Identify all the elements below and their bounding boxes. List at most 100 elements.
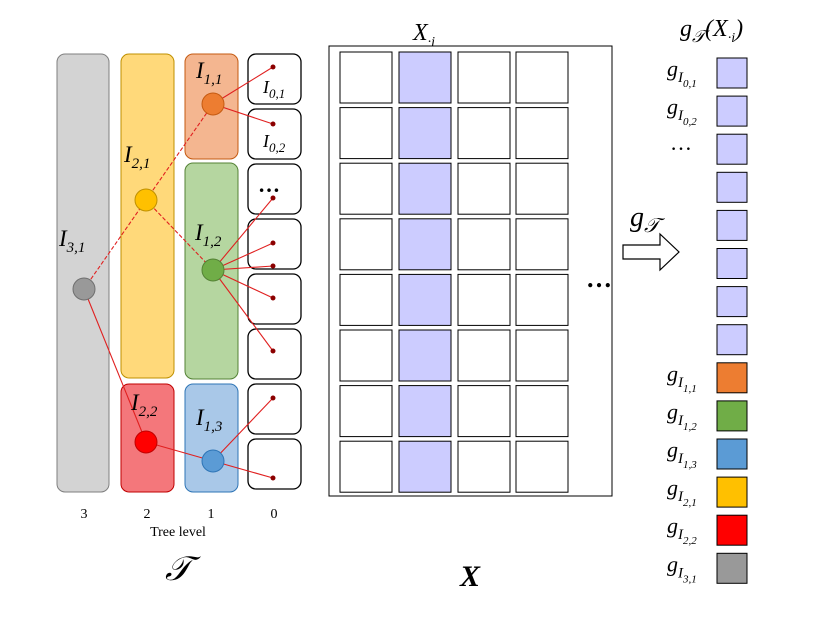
output-label: gI2,1 [667, 475, 697, 509]
output-label: gI1,3 [667, 437, 697, 471]
matrix-cell [339, 329, 393, 382]
output-ellipsis: … [670, 130, 692, 155]
edge [212, 269, 274, 352]
matrix-cell-highlighted [398, 385, 452, 438]
leaf-box [247, 108, 302, 160]
node-label-i31: I3,1 [58, 226, 85, 256]
leaf-dot [270, 195, 276, 201]
leaf-box [247, 163, 302, 215]
output-box [716, 209, 748, 241]
leaf-label-i02: I0,2 [262, 131, 286, 155]
edge [145, 199, 214, 271]
leaf-labels: I0,1 I0,2 [262, 77, 286, 155]
level-tick-0: 0 [271, 507, 278, 522]
matrix-cell [515, 218, 569, 271]
node-i11 [201, 92, 225, 116]
transform-arrow-icon [622, 232, 680, 272]
matrix-cells [339, 51, 569, 493]
node-label-i13: I1,3 [195, 405, 222, 435]
output-label: gI0,1 [667, 56, 697, 90]
matrix-cell [339, 218, 393, 271]
matrix-cell-highlighted [398, 218, 452, 271]
node-i12 [201, 258, 225, 282]
matrix-cell [457, 107, 511, 160]
output-title: g𝒯(X·i) [680, 16, 743, 46]
leaf-dot [270, 240, 276, 246]
matrix-cell [339, 273, 393, 326]
output-label: gI1,1 [667, 361, 697, 395]
matrix-cell [515, 51, 569, 104]
matrix-cell [457, 385, 511, 438]
leaf-dot [270, 64, 276, 70]
node-label-i21: I2,1 [123, 142, 150, 172]
level-tick-3: 3 [81, 507, 88, 522]
matrix-cell-highlighted [398, 273, 452, 326]
output-box [716, 362, 748, 394]
tree-node-labels: I3,1 I2,1 I2,2 I1,1 I1,2 I1,3 [58, 58, 222, 435]
matrix-cell [457, 51, 511, 104]
node-i31 [72, 277, 96, 301]
leaf-box [247, 383, 302, 435]
transform-label: g𝒯 [630, 202, 666, 237]
tree-level-ticks: 3 2 1 0 [81, 507, 278, 522]
matrix-cell [457, 162, 511, 215]
matrix-cell [515, 162, 569, 215]
leaf-ellipsis: … [258, 172, 280, 197]
matrix-cell [457, 329, 511, 382]
leaf-boxes [247, 53, 302, 490]
matrix-cell-highlighted [398, 51, 452, 104]
band-i13 [184, 383, 239, 493]
output-box [716, 552, 748, 584]
matrix-cell-highlighted [398, 329, 452, 382]
matrix-column-label: X·i [412, 20, 435, 50]
output-box [716, 133, 748, 165]
output-label: gI0,2 [667, 94, 697, 128]
matrix-cell-highlighted [398, 107, 452, 160]
tree-edges [83, 66, 274, 479]
matrix-cell [457, 218, 511, 271]
level-tick-1: 1 [208, 507, 215, 522]
matrix-cell [339, 385, 393, 438]
node-label-i22: I2,2 [130, 390, 158, 420]
node-i13 [201, 449, 225, 473]
leaf-dot [270, 348, 276, 354]
matrix-symbol: X [459, 560, 481, 593]
matrix-cell [457, 273, 511, 326]
output-box [716, 324, 748, 356]
matrix-cell-highlighted [398, 440, 452, 493]
matrix-cell [515, 329, 569, 382]
leaf-box [247, 438, 302, 490]
output-box [716, 400, 748, 432]
node-i22 [134, 430, 158, 454]
leaf-label-i01: I0,1 [262, 77, 285, 101]
output-box [716, 476, 748, 508]
edge [212, 397, 274, 462]
output-box [716, 286, 748, 318]
leaf-box [247, 328, 302, 380]
edge [212, 197, 274, 271]
tree-level-label: Tree level [150, 525, 206, 540]
band-level-3 [56, 53, 110, 493]
edge [83, 288, 147, 443]
tree-symbol: 𝒯 [165, 551, 201, 588]
leaf-dot [270, 295, 276, 301]
matrix-cell [339, 162, 393, 215]
matrix-cell-highlighted [398, 162, 452, 215]
leaf-dot [270, 395, 276, 401]
leaf-dot [270, 475, 276, 481]
matrix-cell [339, 107, 393, 160]
output-box [716, 438, 748, 470]
matrix-cell [515, 107, 569, 160]
matrix-cell [457, 440, 511, 493]
tree-node-circles [72, 92, 225, 473]
leaf-dot [270, 121, 276, 127]
leaf-dot [270, 263, 276, 269]
output-label: gI2,2 [667, 513, 697, 547]
output-box [716, 171, 748, 203]
output-boxes [716, 57, 748, 584]
band-i21 [120, 53, 175, 379]
matrix-cell [339, 51, 393, 104]
matrix-cell [515, 273, 569, 326]
leaf-box [247, 53, 302, 105]
output-label: gI3,1 [667, 551, 697, 585]
